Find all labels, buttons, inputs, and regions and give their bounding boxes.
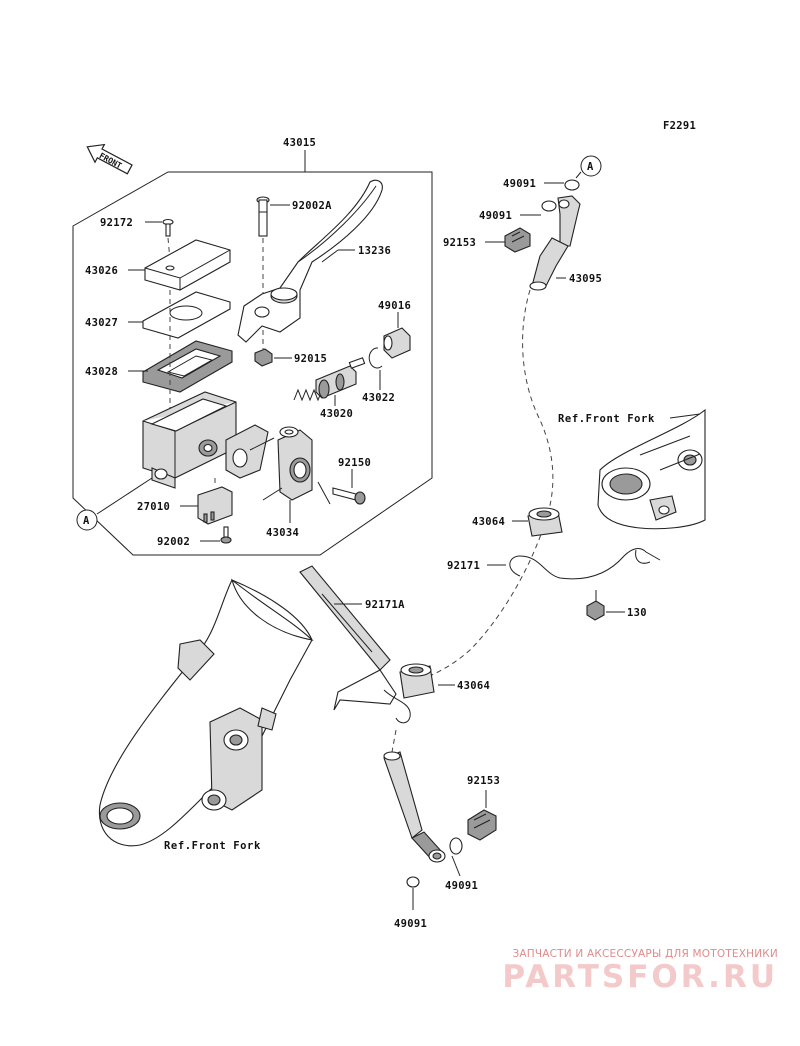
label-92171: 92171 — [447, 560, 480, 572]
grommet-lower — [399, 663, 435, 699]
clamp-holder — [277, 426, 313, 501]
label-43095: 43095 — [569, 273, 602, 285]
piston — [315, 357, 366, 399]
assembly-frame — [72, 171, 433, 556]
hose-clamp-wire — [509, 548, 661, 580]
label-92171A: 92171A — [365, 599, 405, 611]
label-130: 130 — [627, 607, 647, 619]
switch-screw — [220, 526, 232, 544]
callout-a-left: A — [76, 477, 153, 531]
label-92015: 92015 — [294, 353, 327, 365]
label-49091-d: 49091 — [394, 918, 427, 930]
front-fork-left — [98, 578, 314, 847]
label-43026: 43026 — [85, 265, 118, 277]
label-43028: 43028 — [85, 366, 118, 378]
front-fork-right — [597, 408, 706, 530]
label-43020: 43020 — [320, 408, 353, 420]
banjo-bolt-lower — [467, 809, 497, 841]
washer-upper-2 — [541, 200, 557, 212]
ref-front-fork-left: Ref.Front Fork — [164, 840, 261, 852]
figure-code: F2291 — [663, 120, 696, 132]
brake-switch — [197, 486, 233, 525]
diaphragm — [142, 340, 233, 393]
banjo-bolt-upper — [504, 227, 531, 253]
piston-spring — [293, 388, 323, 402]
label-43064-b: 43064 — [457, 680, 490, 692]
front-arrow: FRONT — [86, 143, 133, 175]
pivot-bolt — [256, 196, 270, 298]
label-49091-b: 49091 — [479, 210, 512, 222]
label-49091-a: 49091 — [503, 178, 536, 190]
label-92002A: 92002A — [292, 200, 332, 212]
reservoir-cap — [144, 239, 231, 291]
label-92153-b: 92153 — [467, 775, 500, 787]
label-49016: 49016 — [378, 300, 411, 312]
svg-text:A: A — [83, 515, 90, 527]
circlip — [368, 347, 383, 369]
label-43027: 43027 — [85, 317, 118, 329]
master-cylinder-body — [142, 391, 269, 489]
label-92150: 92150 — [338, 457, 371, 469]
label-43064-a: 43064 — [472, 516, 505, 528]
label-92153-a: 92153 — [443, 237, 476, 249]
cap-screw — [162, 218, 174, 237]
hose-lower-sleeve — [383, 751, 446, 863]
hose-upper-sleeve — [529, 237, 569, 291]
label-92002: 92002 — [157, 536, 190, 548]
diaphragm-plate — [142, 291, 231, 339]
label-49091-c: 49091 — [445, 880, 478, 892]
callout-a-right: A — [575, 155, 602, 179]
dust-boot — [383, 327, 411, 359]
label-43034: 43034 — [266, 527, 299, 539]
clamp-bolt — [332, 487, 366, 505]
clamp-bolt-130 — [586, 590, 605, 621]
grommet-upper — [527, 507, 563, 537]
pivot-nut — [254, 348, 273, 367]
label-92172: 92172 — [100, 217, 133, 229]
brake-hose — [419, 289, 554, 681]
ref-front-fork-right: Ref.Front Fork — [558, 413, 655, 425]
washer-lower-2 — [406, 876, 420, 888]
washer-lower-1 — [449, 837, 463, 855]
label-43015: 43015 — [283, 137, 316, 149]
brake-lever — [237, 179, 383, 343]
banjo-fitting-upper — [557, 195, 581, 247]
hose-bracket — [299, 565, 411, 724]
washer-upper-1 — [564, 179, 580, 191]
label-43022: 43022 — [362, 392, 395, 404]
label-27010: 27010 — [137, 501, 170, 513]
svg-text:A: A — [587, 161, 594, 173]
label-13236: 13236 — [358, 245, 391, 257]
